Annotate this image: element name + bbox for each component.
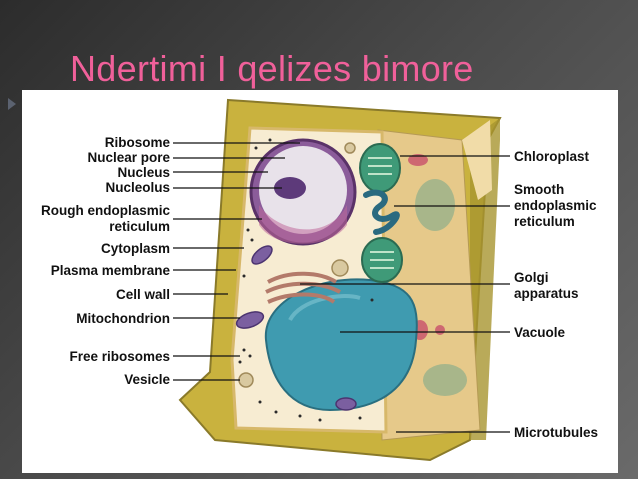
label-smooth-er-line2: endoplasmic: [514, 198, 597, 213]
vesicle: [238, 142, 356, 388]
label-vesicle: Vesicle: [124, 372, 170, 387]
slide-title: Ndertimi I qelizes bimore: [70, 48, 474, 89]
chloroplast-bottom: [361, 237, 403, 283]
label-cell-wall: Cell wall: [115, 287, 170, 302]
label-golgi-line2: apparatus: [514, 286, 579, 301]
label-smooth-er-line3: reticulum: [514, 214, 575, 229]
label-ribosome: Ribosome: [104, 135, 170, 150]
label-rough-er-line1: Rough endoplasmic: [40, 203, 170, 218]
label-microtubules: Microtubules: [514, 425, 599, 440]
bullet-arrow-icon: [8, 98, 16, 110]
smooth-er: [363, 189, 400, 235]
label-nuclear-pore: Nuclear pore: [87, 150, 170, 165]
label-vacuole: Vacuole: [514, 325, 566, 340]
label-nucleus: Nucleus: [117, 165, 170, 180]
leader-lines: [173, 142, 510, 433]
chloroplast-top: [359, 143, 401, 193]
label-mitochondrion: Mitochondrion: [76, 311, 170, 326]
free-ribosomes: [238, 138, 374, 422]
label-plasma-membrane: Plasma membrane: [50, 263, 170, 278]
label-chloroplast: Chloroplast: [514, 149, 590, 164]
label-free-ribosomes: Free ribosomes: [69, 349, 170, 364]
label-nucleolus: Nucleolus: [105, 180, 170, 195]
nucleolus: [274, 177, 306, 199]
label-golgi-line1: Golgi: [514, 270, 549, 285]
label-cytoplasm: Cytoplasm: [100, 241, 170, 256]
vacuole: [264, 278, 418, 412]
nucleus: [249, 138, 357, 246]
label-smooth-er-line1: Smooth: [514, 182, 565, 197]
mitochondrion: [235, 245, 357, 411]
label-rough-er-line2: reticulum: [109, 219, 170, 234]
